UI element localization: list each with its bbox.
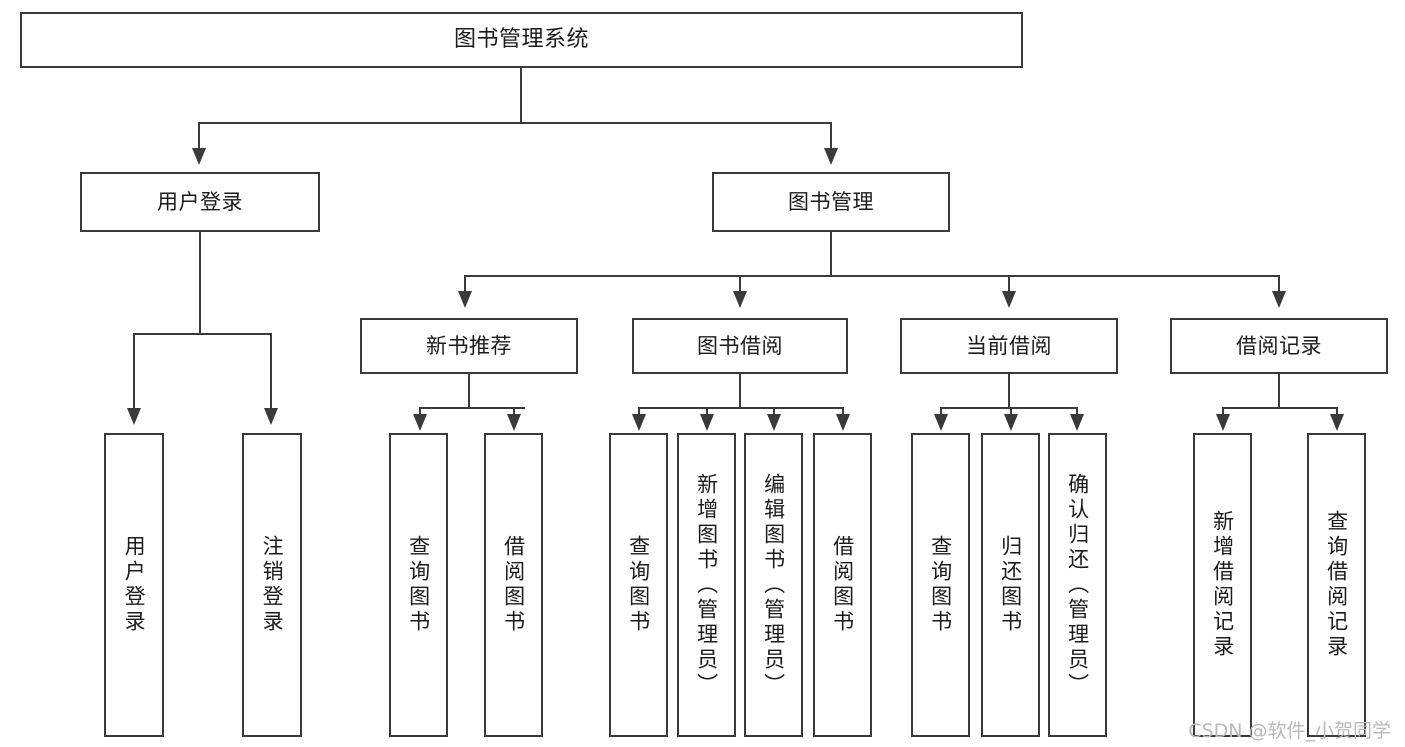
- node-leaf-edit-book[interactable]: 编辑图书（管理员）: [744, 433, 803, 737]
- node-borrow-record[interactable]: 借阅记录: [1170, 318, 1388, 374]
- connector-new-book-rec-bus: [419, 407, 525, 409]
- connector-drop-leaf-user-logout: [270, 333, 272, 408]
- node-book-manage[interactable]: 图书管理: [712, 172, 950, 232]
- arrow-query-book-1-icon: [413, 414, 427, 431]
- connector-drop-confirm-return: [1076, 407, 1078, 415]
- connector-drop-user-login: [198, 122, 200, 148]
- arrow-query-book-3-icon: [934, 414, 948, 431]
- node-leaf-query-book-3[interactable]: 查询图书: [911, 433, 970, 737]
- arrow-new-book-rec-icon: [458, 291, 472, 308]
- node-leaf-user-login[interactable]: 用户登录: [104, 433, 164, 737]
- connector-drop-borrow-book-2: [842, 407, 844, 415]
- node-leaf-confirm-return[interactable]: 确认归还（管理员）: [1048, 433, 1107, 737]
- arrow-add-record-icon: [1216, 414, 1230, 431]
- arrow-borrow-book-1-icon: [507, 414, 521, 431]
- arrow-book-borrow-icon: [733, 291, 747, 308]
- leaf-label: 编辑图书（管理员）: [761, 472, 786, 698]
- node-current-borrow[interactable]: 当前借阅: [900, 318, 1118, 374]
- connector-user-login-stem: [199, 232, 201, 334]
- node-leaf-query-book-2[interactable]: 查询图书: [609, 433, 668, 737]
- leaf-label: 借阅图书: [830, 535, 855, 635]
- node-book-borrow[interactable]: 图书借阅: [632, 318, 848, 374]
- connector-level1-bus: [198, 122, 832, 124]
- leaf-label: 借阅图书: [501, 535, 526, 635]
- arrow-leaf-user-logout-icon: [264, 408, 278, 425]
- connector-drop-book-borrow: [739, 275, 741, 291]
- arrow-query-book-2-icon: [632, 414, 646, 431]
- arrow-edit-book-icon: [767, 414, 781, 431]
- arrow-leaf-user-login-icon: [127, 408, 141, 425]
- connector-user-login-bus: [133, 333, 272, 335]
- connector-drop-query-book-1: [419, 407, 421, 415]
- leaf-label: 归还图书: [998, 535, 1023, 635]
- arrow-current-borrow-icon: [1002, 291, 1016, 308]
- arrow-book-manage-icon: [824, 148, 838, 165]
- leaf-label: 确认归还（管理员）: [1065, 472, 1090, 698]
- arrow-confirm-return-icon: [1070, 414, 1084, 431]
- node-leaf-user-logout[interactable]: 注销登录: [242, 433, 302, 737]
- node-root-system[interactable]: 图书管理系统: [20, 12, 1023, 68]
- connector-book-manage-stem: [830, 232, 832, 276]
- leaf-label: 用户登录: [122, 535, 147, 635]
- leaf-label: 新增借阅记录: [1210, 510, 1235, 660]
- connector-drop-current-borrow: [1008, 275, 1010, 291]
- connector-drop-borrow-book-1: [513, 407, 515, 415]
- connector-current-borrow-bus: [940, 407, 1078, 409]
- node-leaf-return-book[interactable]: 归还图书: [981, 433, 1040, 737]
- node-leaf-borrow-book-2[interactable]: 借阅图书: [813, 433, 872, 737]
- connector-book-borrow-stem: [739, 374, 741, 408]
- connector-borrow-record-bus: [1222, 407, 1337, 409]
- leaf-label: 查询图书: [626, 535, 651, 635]
- connector-drop-return-book: [1010, 407, 1012, 415]
- connector-drop-query-record: [1336, 407, 1338, 415]
- connector-level3-bus: [464, 275, 1280, 277]
- connector-borrow-record-stem: [1278, 374, 1280, 408]
- leaf-label: 查询图书: [928, 535, 953, 635]
- connector-new-book-rec-stem: [468, 374, 470, 408]
- node-leaf-query-book-1[interactable]: 查询图书: [389, 433, 448, 737]
- arrow-borrow-record-icon: [1272, 291, 1286, 308]
- connector-drop-query-book-2: [638, 407, 640, 415]
- node-leaf-add-book[interactable]: 新增图书（管理员）: [677, 433, 736, 737]
- arrow-user-login-icon: [192, 148, 206, 165]
- arrow-add-book-icon: [700, 414, 714, 431]
- connector-drop-new-book-rec: [464, 275, 466, 291]
- connector-drop-add-record: [1222, 407, 1224, 415]
- node-leaf-borrow-book-1[interactable]: 借阅图书: [484, 433, 543, 737]
- arrow-borrow-book-2-icon: [836, 414, 850, 431]
- node-new-book-rec[interactable]: 新书推荐: [360, 318, 578, 374]
- connector-drop-leaf-user-login: [133, 333, 135, 408]
- node-leaf-query-record[interactable]: 查询借阅记录: [1307, 433, 1366, 737]
- connector-drop-edit-book: [773, 407, 775, 415]
- connector-drop-book-manage: [830, 122, 832, 148]
- arrow-return-book-icon: [1004, 414, 1018, 431]
- connector-current-borrow-stem: [1008, 374, 1010, 408]
- connector-drop-query-book-3: [940, 407, 942, 415]
- leaf-label: 新增图书（管理员）: [694, 472, 719, 698]
- connector-book-borrow-bus: [638, 407, 843, 409]
- connector-drop-borrow-record: [1278, 275, 1280, 291]
- connector-root-stem: [520, 68, 522, 122]
- connector-drop-add-book: [706, 407, 708, 415]
- leaf-label: 查询借阅记录: [1324, 510, 1349, 660]
- leaf-label: 注销登录: [260, 535, 285, 635]
- leaf-label: 查询图书: [406, 535, 431, 635]
- node-user-login[interactable]: 用户登录: [80, 172, 320, 232]
- node-leaf-add-record[interactable]: 新增借阅记录: [1193, 433, 1252, 737]
- arrow-query-record-icon: [1330, 414, 1344, 431]
